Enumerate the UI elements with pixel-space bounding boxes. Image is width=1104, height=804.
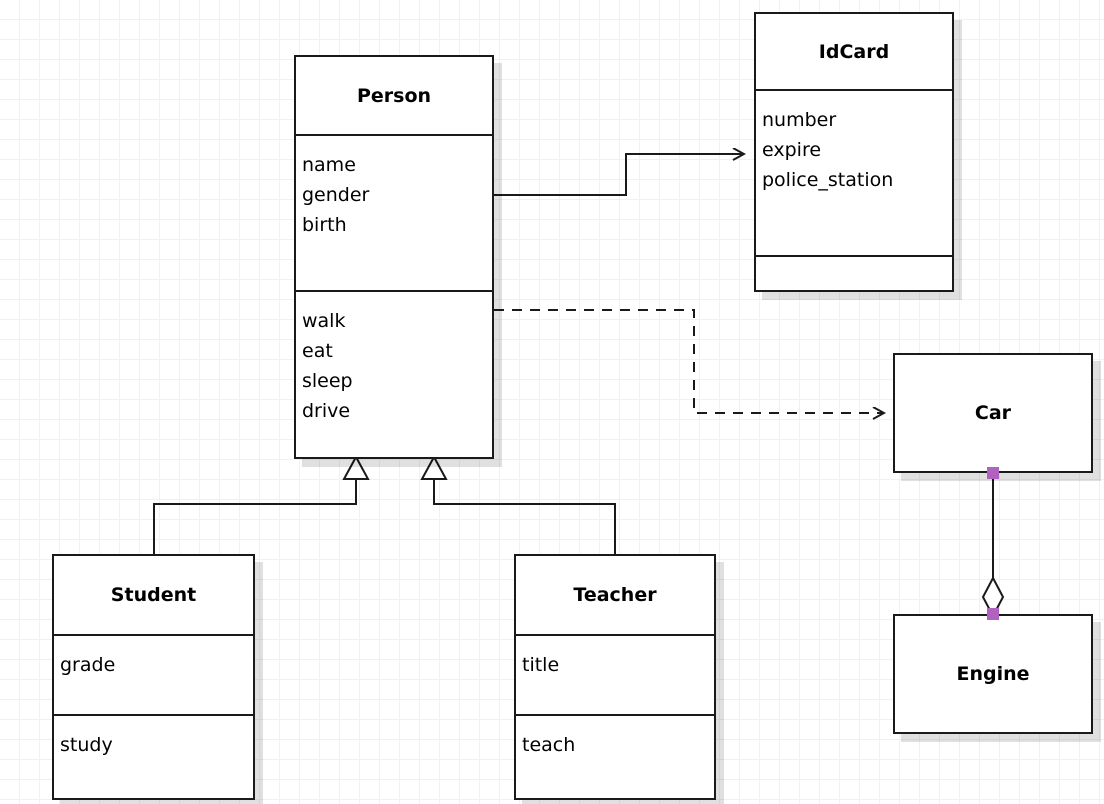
- class-operations-teacher: teach: [516, 714, 714, 798]
- edge-student-person[interactable]: [153, 454, 370, 554]
- edge-teacher-person[interactable]: [420, 454, 616, 554]
- class-operations-person: walk eat sleep drive: [296, 290, 492, 457]
- operation: sleep: [302, 370, 353, 392]
- attribute: birth: [302, 214, 347, 236]
- class-title-person: Person: [356, 84, 432, 107]
- attribute: gender: [302, 184, 370, 206]
- hollow-triangle-icon: [420, 454, 448, 480]
- class-attributes-teacher: title: [516, 634, 714, 714]
- attribute: title: [522, 654, 560, 676]
- class-box-student[interactable]: Student grade study: [52, 554, 255, 800]
- class-attributes-idcard: number expire police_station: [756, 89, 952, 255]
- class-box-engine[interactable]: Engine: [893, 614, 1093, 734]
- connection-endpoint-engine[interactable]: [987, 608, 999, 620]
- edge-car-engine[interactable]: [981, 473, 1005, 619]
- class-box-car[interactable]: Car: [893, 353, 1093, 473]
- attribute: expire: [762, 139, 822, 161]
- class-title-car: Car: [974, 402, 1012, 424]
- class-title-engine: Engine: [956, 663, 1030, 685]
- class-title-idcard: IdCard: [818, 40, 890, 63]
- connection-endpoint-car[interactable]: [987, 467, 999, 479]
- attribute: name: [302, 154, 356, 176]
- class-title-student: Student: [110, 584, 197, 606]
- operation: study: [60, 734, 113, 756]
- operation: eat: [302, 340, 333, 362]
- operation: teach: [522, 734, 576, 756]
- operation: walk: [302, 310, 346, 332]
- class-operations-idcard: [756, 255, 952, 292]
- class-box-teacher[interactable]: Teacher title teach: [514, 554, 716, 800]
- class-title-teacher: Teacher: [573, 584, 657, 606]
- attribute: police_station: [762, 169, 894, 191]
- operation: drive: [302, 400, 351, 422]
- attribute: grade: [60, 654, 116, 676]
- class-attributes-person: name gender birth: [296, 134, 492, 290]
- class-attributes-student: grade: [54, 634, 253, 714]
- edge-person-car[interactable]: [494, 309, 884, 413]
- edge-person-idcard[interactable]: [494, 154, 744, 196]
- class-box-idcard[interactable]: IdCard number expire police_station: [754, 12, 954, 292]
- class-box-person[interactable]: Person name gender birth walk eat sleep …: [294, 55, 494, 459]
- class-operations-student: study: [54, 714, 253, 798]
- hollow-triangle-icon: [342, 454, 370, 480]
- attribute: number: [762, 109, 837, 131]
